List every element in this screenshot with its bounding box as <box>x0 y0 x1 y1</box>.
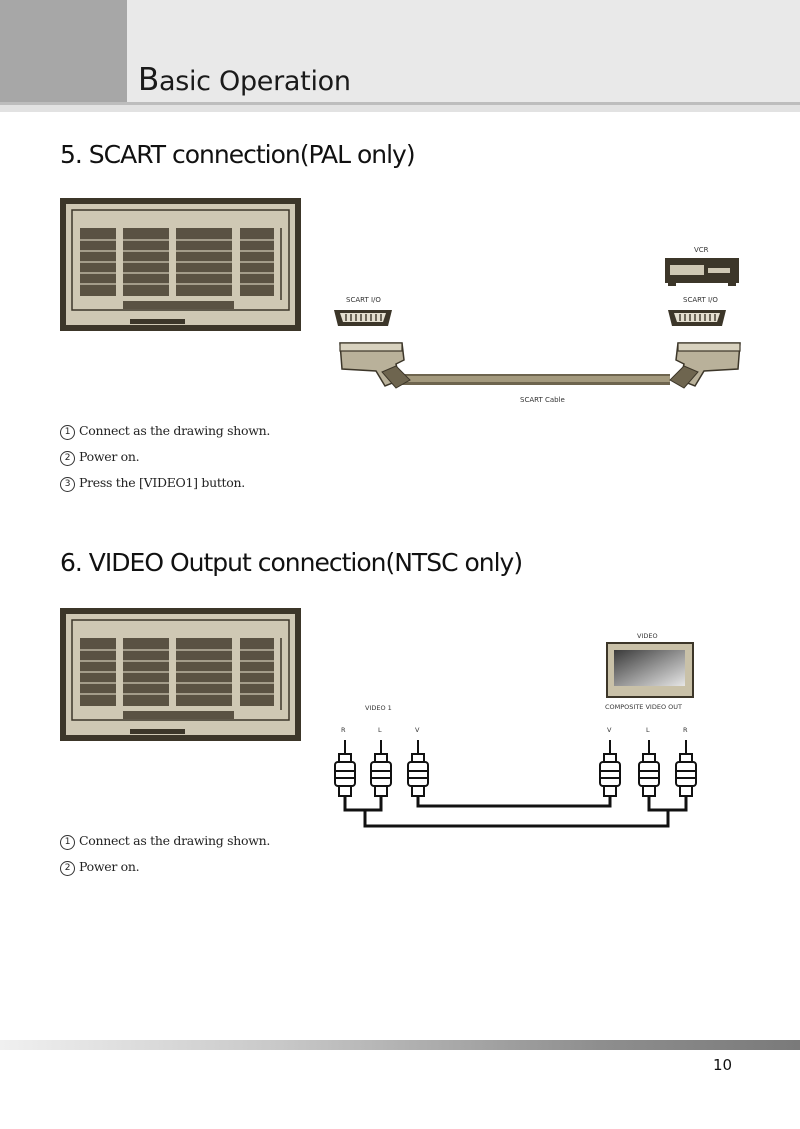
left-l-label: L <box>378 726 382 734</box>
right-r-label: R <box>683 726 688 734</box>
rca-plug-right-l <box>639 740 659 796</box>
step-item: 2 Power on. <box>60 858 270 884</box>
rca-plug-right-v <box>600 740 620 796</box>
rca-cables <box>345 796 686 826</box>
rca-plug-left-v <box>408 740 428 796</box>
step-number: 1 <box>60 835 75 850</box>
right-v-label: V <box>607 726 611 734</box>
footer-bar <box>0 1040 800 1050</box>
rca-plug-left-l <box>371 740 391 796</box>
left-r-label: R <box>341 726 346 734</box>
step-number: 2 <box>60 861 75 876</box>
step-text: Connect as the drawing shown. <box>79 833 270 848</box>
video-label: VIDEO <box>637 632 658 640</box>
step-text: Power on. <box>79 859 139 874</box>
tv-monitor <box>607 643 693 697</box>
composite-video-out-label: COMPOSITE VIDEO OUT <box>605 703 682 711</box>
rca-plug-right-r <box>676 740 696 796</box>
step-item: 1 Connect as the drawing shown. <box>60 832 270 858</box>
left-v-label: V <box>415 726 419 734</box>
rca-plugs <box>335 740 696 796</box>
rca-plug-left-r <box>335 740 355 796</box>
device-rear-panel-2 <box>60 608 301 741</box>
page-number: 10 <box>713 1056 732 1074</box>
video-output-steps: 1 Connect as the drawing shown. 2 Power on… <box>60 832 270 884</box>
right-l-label: L <box>646 726 650 734</box>
video1-label: VIDEO 1 <box>365 704 392 712</box>
